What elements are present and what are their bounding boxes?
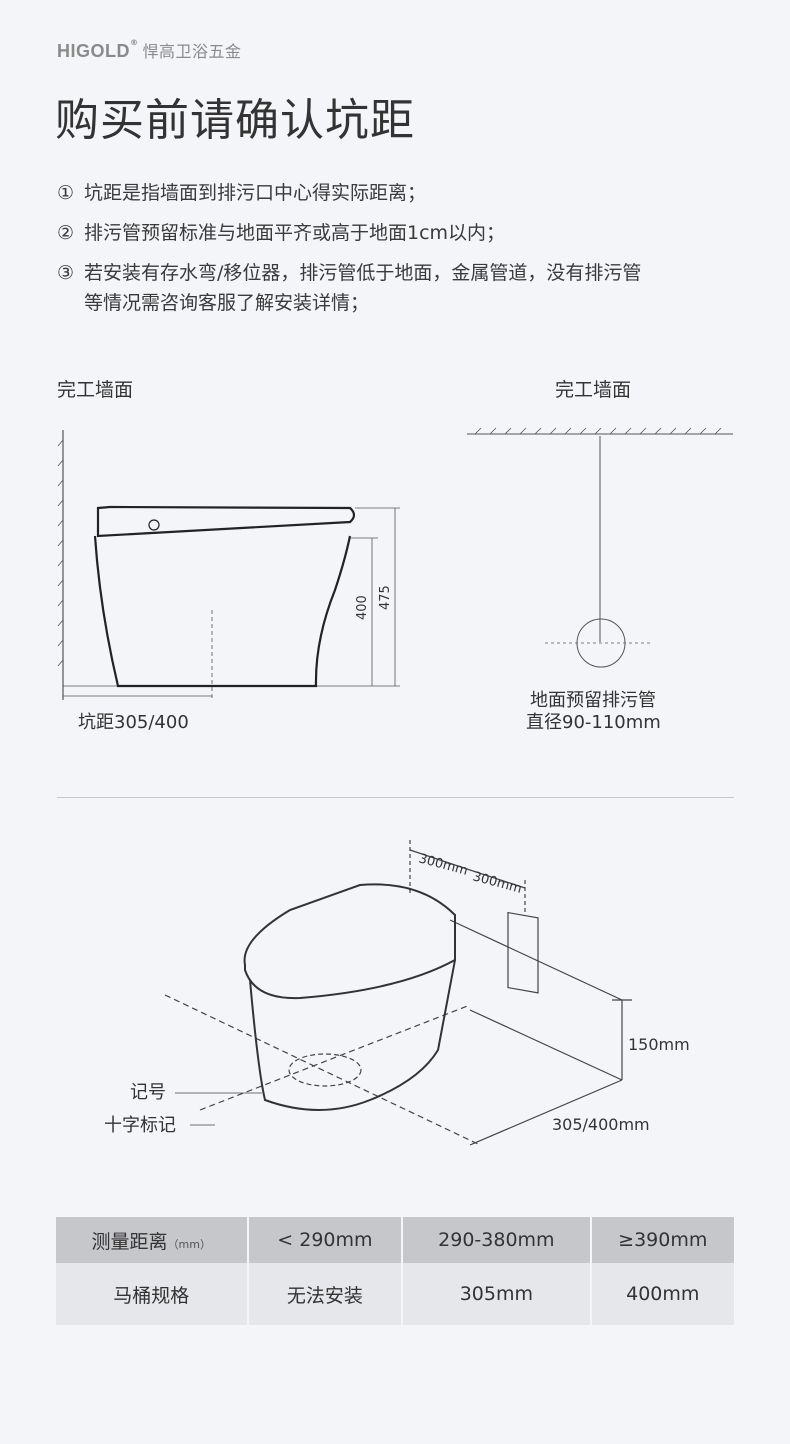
pit-distance-label: 坑距305/400 — [78, 712, 189, 733]
note-1: ① 坑距是指墙面到排污口中心得实际距离； — [57, 178, 426, 208]
note-number: ③ — [57, 262, 75, 284]
table-cell: 无法安装 — [247, 1263, 404, 1325]
side-view-diagram: 完工墙面 400 475 坑距305/400 — [57, 379, 400, 733]
table-header-cell: 测量距离（mm） — [56, 1217, 249, 1263]
height-475-label: 475 — [378, 585, 393, 610]
table-cell: 400mm — [590, 1263, 734, 1325]
table-cell: 305mm — [402, 1263, 592, 1325]
wall-label: 完工墙面 — [555, 379, 631, 401]
brand-logo: HIGOLD®悍高卫浴五金 — [57, 38, 242, 61]
table-header-cell: 290-380mm — [402, 1217, 592, 1263]
mark-label: 记号 — [130, 1082, 166, 1103]
pit-distance-table: 测量距离（mm） < 290mm 290-380mm ≥390mm 马桶规格 无… — [56, 1217, 734, 1325]
note-2: ② 排污管预留标准与地面平齐或高于地面1cm以内； — [57, 218, 505, 248]
note-number: ① — [57, 182, 75, 204]
note-number: ② — [57, 222, 75, 244]
table-header-cell: < 290mm — [247, 1217, 404, 1263]
table-header-cell: ≥390mm — [590, 1217, 734, 1263]
note-3: ③ 若安装有存水弯/移位器，排污管低于地面，金属管道，没有排污管等情况需咨询客服了… — [57, 258, 641, 318]
dimension-300-b: 300mm — [471, 869, 523, 896]
pipe-label: 地面预留排污管 — [530, 690, 656, 711]
cross-mark-label: 十字标记 — [104, 1115, 176, 1136]
table-row: 马桶规格 无法安装 305mm 400mm — [56, 1263, 734, 1325]
table-cell: 马桶规格 — [56, 1263, 249, 1325]
top-view-diagram: 完工墙面 地面预留排污管 直径90-110mm — [467, 379, 733, 733]
note-text: 坑距是指墙面到排污口中心得实际距离； — [84, 182, 427, 204]
pipe-diameter-label: 直径90-110mm — [526, 712, 661, 733]
dimension-300-a: 300mm — [417, 851, 469, 878]
brand-name-en: HIGOLD — [57, 41, 130, 61]
installation-diagram: 300mm 300mm 150mm 305/400mm 记号 十字标记 — [104, 840, 690, 1146]
pit-distance-label: 305/400mm — [552, 1115, 650, 1134]
header-text: 测量距离 — [91, 1230, 168, 1253]
height-400-label: 400 — [355, 595, 370, 620]
height-150-label: 150mm — [628, 1035, 690, 1054]
wall-label: 完工墙面 — [57, 379, 133, 401]
section-divider — [57, 797, 734, 798]
note-text: 排污管预留标准与地面平齐或高于地面1cm以内； — [84, 222, 506, 244]
note-text: 若安装有存水弯/移位器，排污管低于地面，金属管道，没有排污管 — [84, 262, 642, 284]
header-unit: （mm） — [167, 1237, 211, 1251]
brand-name-cn: 悍高卫浴五金 — [142, 42, 242, 61]
note-text-continued: 等情况需咨询客服了解安装详情； — [84, 292, 370, 314]
page-title: 购买前请确认坑距 — [55, 95, 415, 146]
table-header-row: 测量距离（mm） < 290mm 290-380mm ≥390mm — [56, 1217, 734, 1263]
